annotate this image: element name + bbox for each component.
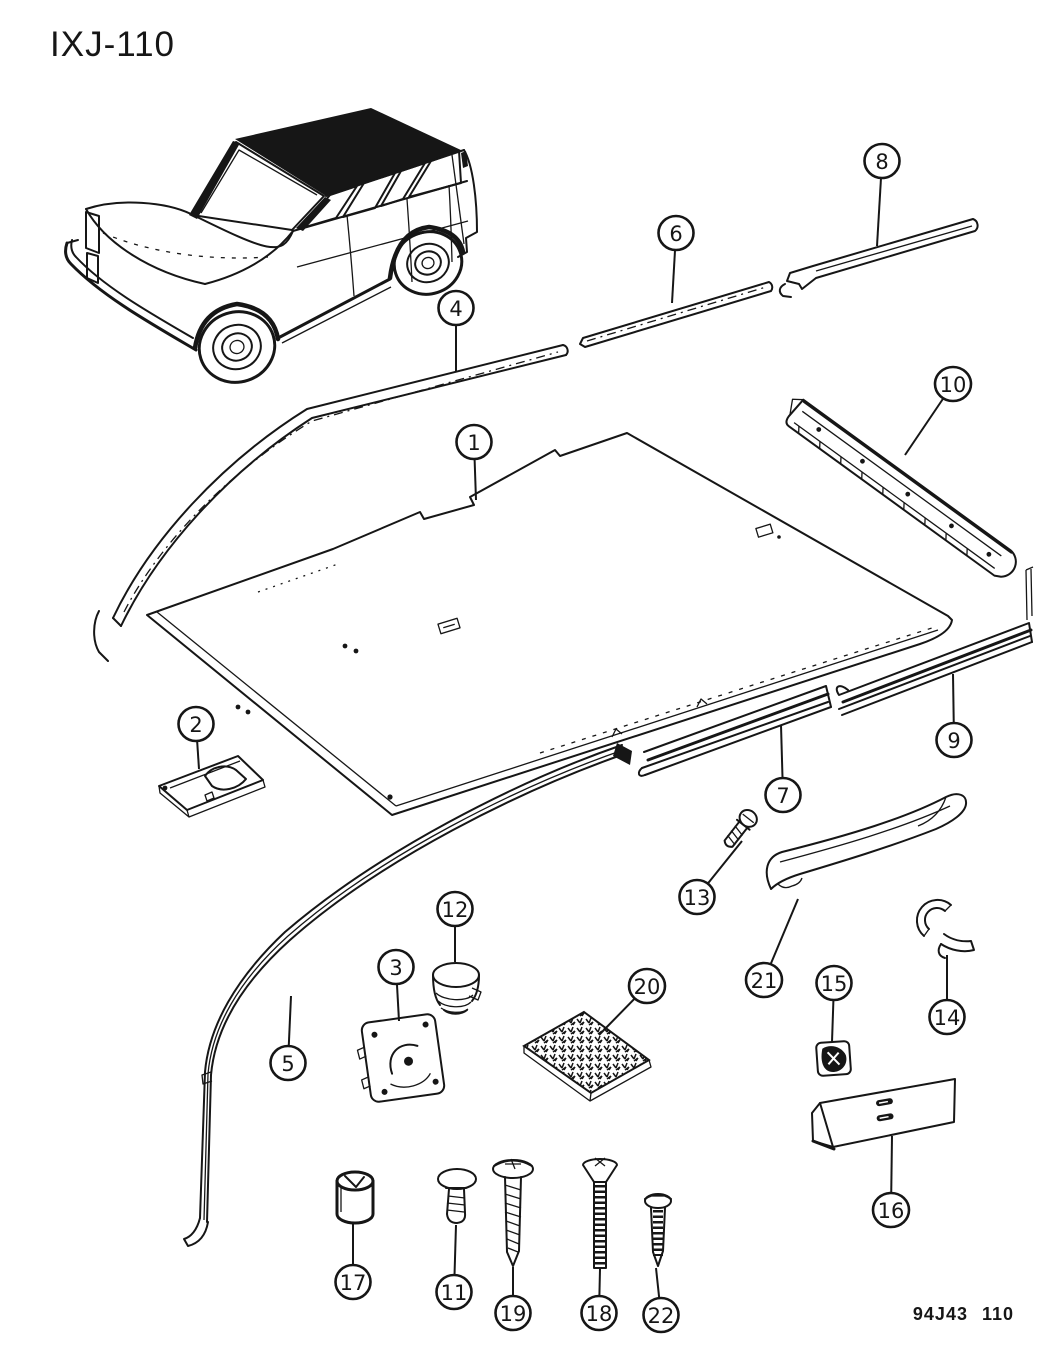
drip-rail-molding-front [637, 685, 832, 777]
callout-12: 12 [436, 890, 474, 962]
svg-text:21: 21 [751, 969, 778, 993]
windshield-molding [93, 344, 569, 662]
callout-18: 18 [580, 1268, 618, 1332]
svg-text:18: 18 [586, 1302, 613, 1326]
callout-13: 13 [678, 840, 743, 916]
svg-text:5: 5 [281, 1052, 294, 1076]
callout-15: 15 [815, 964, 853, 1043]
callout-6: 6 [657, 214, 695, 304]
front-wheel [197, 310, 277, 384]
callout-10: 10 [904, 365, 973, 456]
drip-rail-molding-rear [835, 566, 1034, 716]
roof-molding-front [579, 281, 774, 348]
mounting-plate [356, 1013, 446, 1103]
callout-2: 2 [177, 705, 215, 770]
svg-text:1: 1 [467, 431, 480, 455]
rear-wheel [392, 230, 464, 296]
callout-8: 8 [863, 142, 901, 247]
retainer-clip [915, 898, 975, 959]
svg-text:3: 3 [389, 956, 402, 980]
figure-code: 94J43 110 [913, 1304, 1014, 1324]
side-rail-molding [183, 743, 632, 1247]
callout-17: 17 [334, 1222, 372, 1301]
spacer-sleeve [335, 1170, 375, 1225]
callout-9: 9 [935, 673, 973, 759]
svg-text:19: 19 [500, 1302, 527, 1326]
callout-7: 7 [764, 724, 802, 814]
callout-5: 5 [269, 995, 307, 1082]
callout-20: 20 [598, 967, 667, 1036]
roof-molding-rear [778, 218, 979, 298]
svg-text:15: 15 [821, 972, 848, 996]
tapping-screw-long [492, 1158, 534, 1267]
svg-text:2: 2 [189, 713, 202, 737]
grab-handle [765, 793, 968, 890]
clip-nut [815, 1040, 852, 1077]
roof-plug [432, 962, 482, 1015]
callout-4: 4 [437, 289, 475, 371]
svg-text:8: 8 [875, 150, 888, 174]
screw-small [644, 1193, 672, 1267]
callout-21: 21 [744, 898, 799, 999]
svg-text:17: 17 [340, 1271, 367, 1295]
svg-text:22: 22 [648, 1304, 675, 1328]
svg-text:6: 6 [669, 222, 682, 246]
svg-text:14: 14 [934, 1006, 961, 1030]
callout-14: 14 [928, 955, 966, 1036]
svg-text:10: 10 [940, 373, 967, 397]
screw-13 [723, 809, 758, 848]
callout-16: 16 [871, 1135, 911, 1229]
push-pin [437, 1168, 477, 1224]
svg-text:11: 11 [441, 1281, 468, 1305]
machine-screw [582, 1157, 618, 1269]
svg-text:12: 12 [442, 898, 469, 922]
svg-text:13: 13 [684, 886, 711, 910]
cover-plate [811, 1078, 956, 1151]
svg-text:16: 16 [878, 1199, 905, 1223]
svg-text:9: 9 [947, 729, 960, 753]
insulation-pad [522, 1010, 652, 1102]
visor-bracket [158, 755, 266, 818]
callout-1: 1 [455, 423, 493, 501]
rear-header-molding [785, 398, 1017, 578]
svg-text:20: 20 [634, 975, 661, 999]
headliner-panel [146, 432, 953, 816]
page-title: IXJ-110 [50, 25, 175, 64]
svg-text:7: 7 [776, 784, 789, 808]
callout-19: 19 [494, 1267, 532, 1332]
callout-22: 22 [642, 1267, 680, 1334]
callout-11: 11 [435, 1224, 473, 1311]
svg-text:4: 4 [449, 297, 462, 321]
vehicle-illustration [64, 108, 478, 384]
callout-3: 3 [377, 948, 415, 1022]
